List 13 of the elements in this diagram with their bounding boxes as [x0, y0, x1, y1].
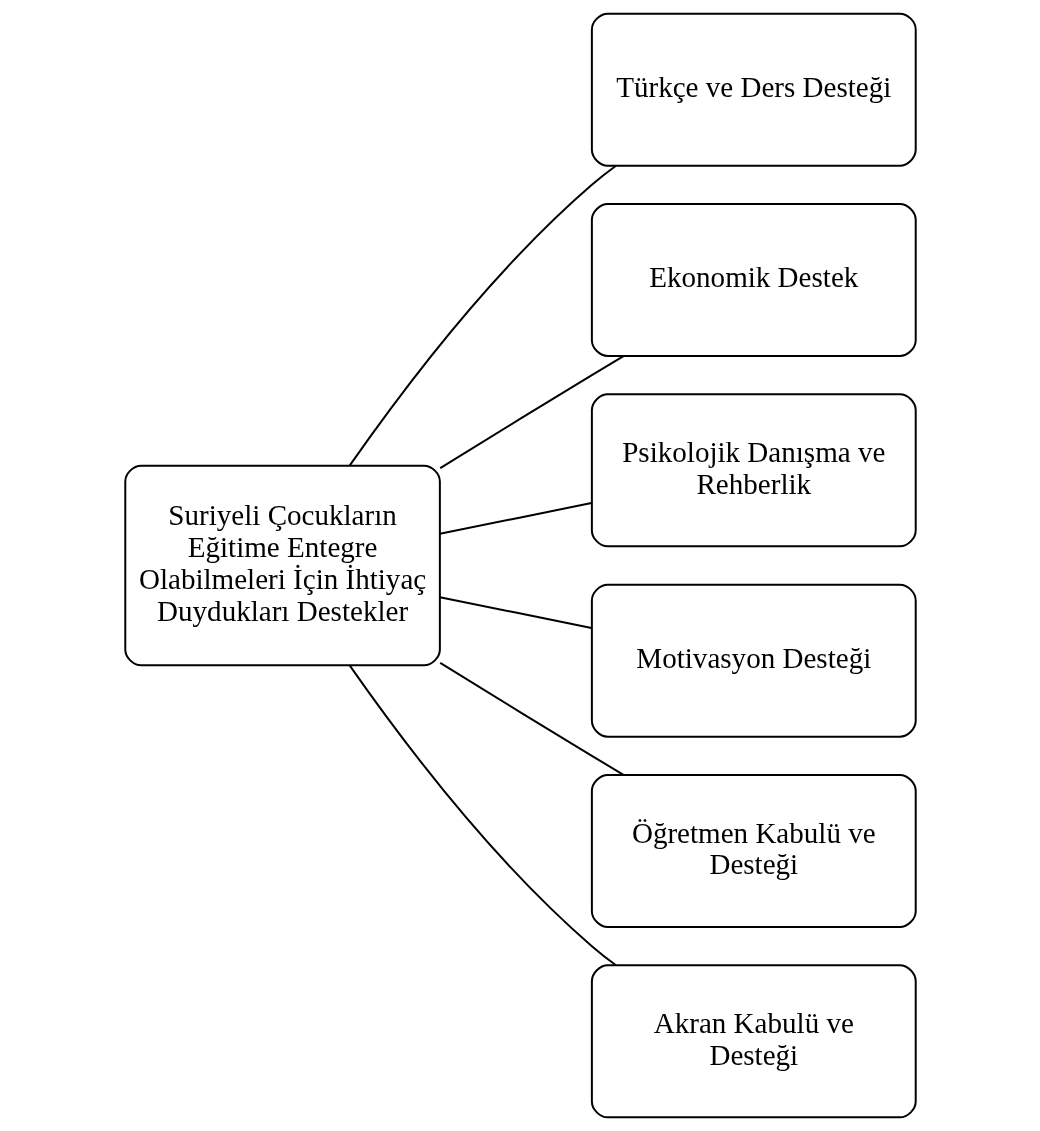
connector	[348, 164, 617, 467]
node-box: Türkçe ve Ders Desteği	[590, 12, 917, 167]
node-box: Akran Kabulü ve Desteği	[590, 964, 917, 1119]
node-box: Suriyeli Çocukların Eğitime Entegre Olabilmeleri İçin İhtiyaç Duydukları Destekler	[123, 464, 441, 667]
connector	[438, 661, 624, 776]
connector	[438, 502, 592, 535]
connector	[438, 355, 624, 470]
node-box: Ekonomik Destek	[590, 203, 917, 357]
node-box: Motivasyon Desteği	[590, 583, 917, 738]
connector	[348, 664, 617, 967]
node-box: Öğretmen Kabulü ve Desteği	[590, 774, 917, 928]
node-box: Psikolojik Danışma ve Rehberlik	[590, 393, 917, 548]
connector	[438, 596, 592, 629]
